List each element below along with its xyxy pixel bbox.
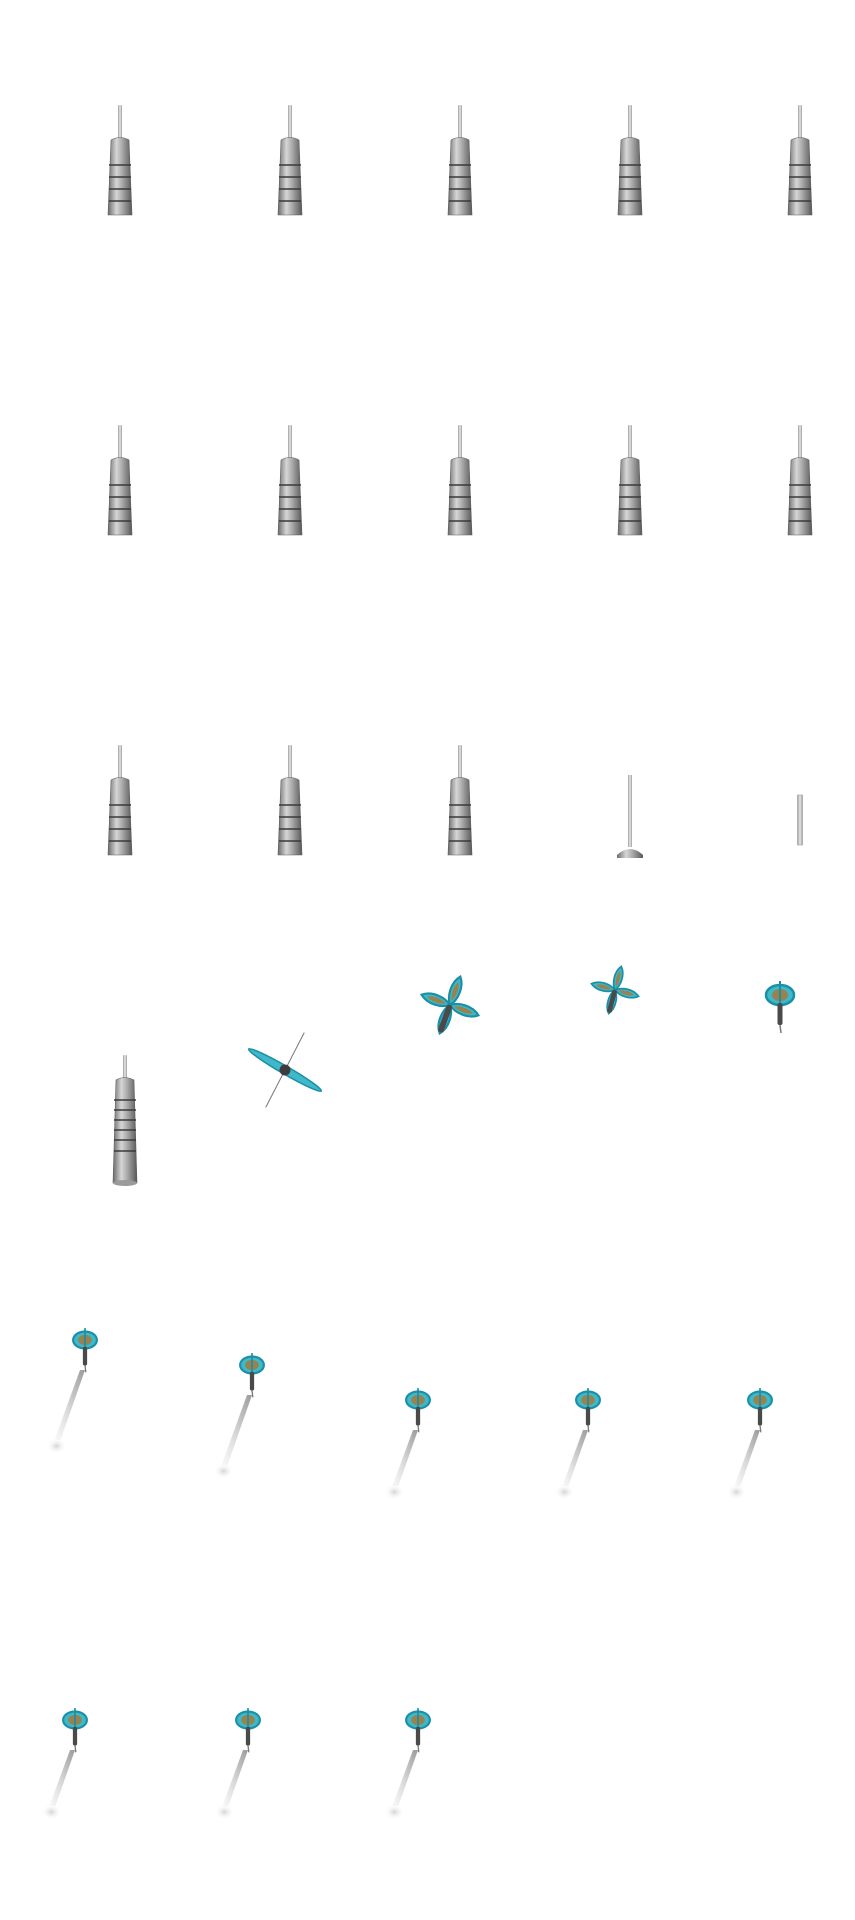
dart-throw-shadow-frame-27: [188, 1620, 308, 1880]
dart-barrel-upright-frame-9: [570, 425, 690, 690]
dart-barrel-upright-frame-6: [60, 425, 180, 690]
dart-throw-shadow-frame-24: [528, 1300, 648, 1560]
dart-barrel-upright-frame-10: [740, 425, 855, 690]
dart-barrel-upright-frame-3: [400, 105, 520, 370]
dart-barrel-sinking-frame-14: [570, 750, 690, 1010]
dart-spin-frame-17: [390, 905, 510, 1165]
dart-throw-shadow-frame-28: [358, 1620, 478, 1880]
dart-barrel-upright-frame-5: [740, 105, 855, 370]
dart-flight-frame-19: [720, 895, 840, 1155]
dart-barrel-upright-frame-11: [60, 745, 180, 1010]
dart-throw-shadow-frame-22: [192, 1265, 312, 1525]
dart-edge-spin-frame-16: [225, 970, 345, 1230]
dart-needle-frame-15: [740, 750, 855, 1010]
dart-barrel-upright-frame-8: [400, 425, 520, 690]
dart-barrel-sinking-frame-13: [400, 745, 520, 1010]
dart-throw-shadow-frame-21: [25, 1240, 145, 1500]
dart-barrel-long-frame-20: [65, 1055, 185, 1325]
dart-throw-shadow-frame-23: [358, 1300, 478, 1560]
dart-barrel-upright-frame-12: [230, 745, 350, 1010]
dart-barrel-upright-frame-1: [60, 105, 180, 370]
dart-barrel-upright-frame-7: [230, 425, 350, 690]
dart-throw-shadow-frame-25: [700, 1300, 820, 1560]
dart-throw-shadow-frame-26: [15, 1620, 135, 1880]
dart-spin-frame-18: [555, 890, 675, 1150]
dart-barrel-upright-frame-2: [230, 105, 350, 370]
dart-barrel-upright-frame-4: [570, 105, 690, 370]
